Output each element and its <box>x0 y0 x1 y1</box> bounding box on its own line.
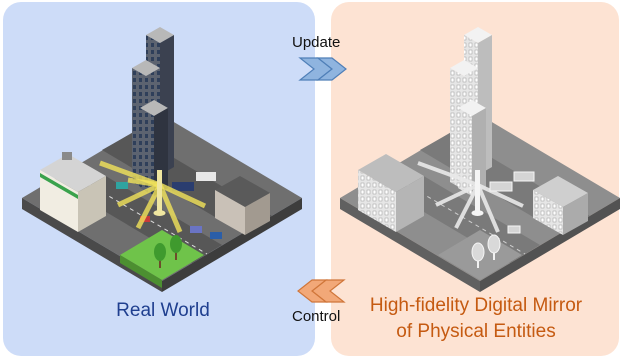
car-icon <box>116 182 128 189</box>
digital-mirror-label-line1: High-fidelity Digital Mirror <box>369 295 583 316</box>
bus-icon <box>489 181 513 192</box>
signal-beams <box>417 161 524 233</box>
digital-city-illustration <box>340 27 620 292</box>
car-icon <box>507 225 521 234</box>
signal-tower-icon <box>153 170 166 216</box>
signal-beams <box>99 160 207 233</box>
skyscraper-icon <box>450 27 492 196</box>
double-chevron-left-icon <box>297 279 346 303</box>
building-icon <box>358 154 424 232</box>
update-label: Update <box>292 34 341 51</box>
real-city-illustration <box>22 27 302 292</box>
bus-icon <box>196 172 216 181</box>
control-label: Control <box>292 308 341 325</box>
signal-tower-icon <box>471 170 484 216</box>
building-icon <box>533 176 588 235</box>
car-icon <box>210 232 222 239</box>
building-icon <box>215 176 270 235</box>
digital-mirror-label-line2: of Physical Entities <box>396 321 556 342</box>
bus-icon <box>172 182 194 191</box>
double-chevron-right-icon <box>298 57 347 81</box>
bus-icon <box>513 171 535 182</box>
tree-icon <box>471 234 501 268</box>
skyscraper-icon <box>132 27 174 196</box>
tree-icon <box>154 235 182 268</box>
real-world-label: Real World <box>116 300 210 321</box>
building-icon <box>40 152 106 232</box>
car-icon <box>190 226 202 233</box>
digital-mirror-label: High-fidelity Digital Mirror of Physical… <box>334 293 618 345</box>
